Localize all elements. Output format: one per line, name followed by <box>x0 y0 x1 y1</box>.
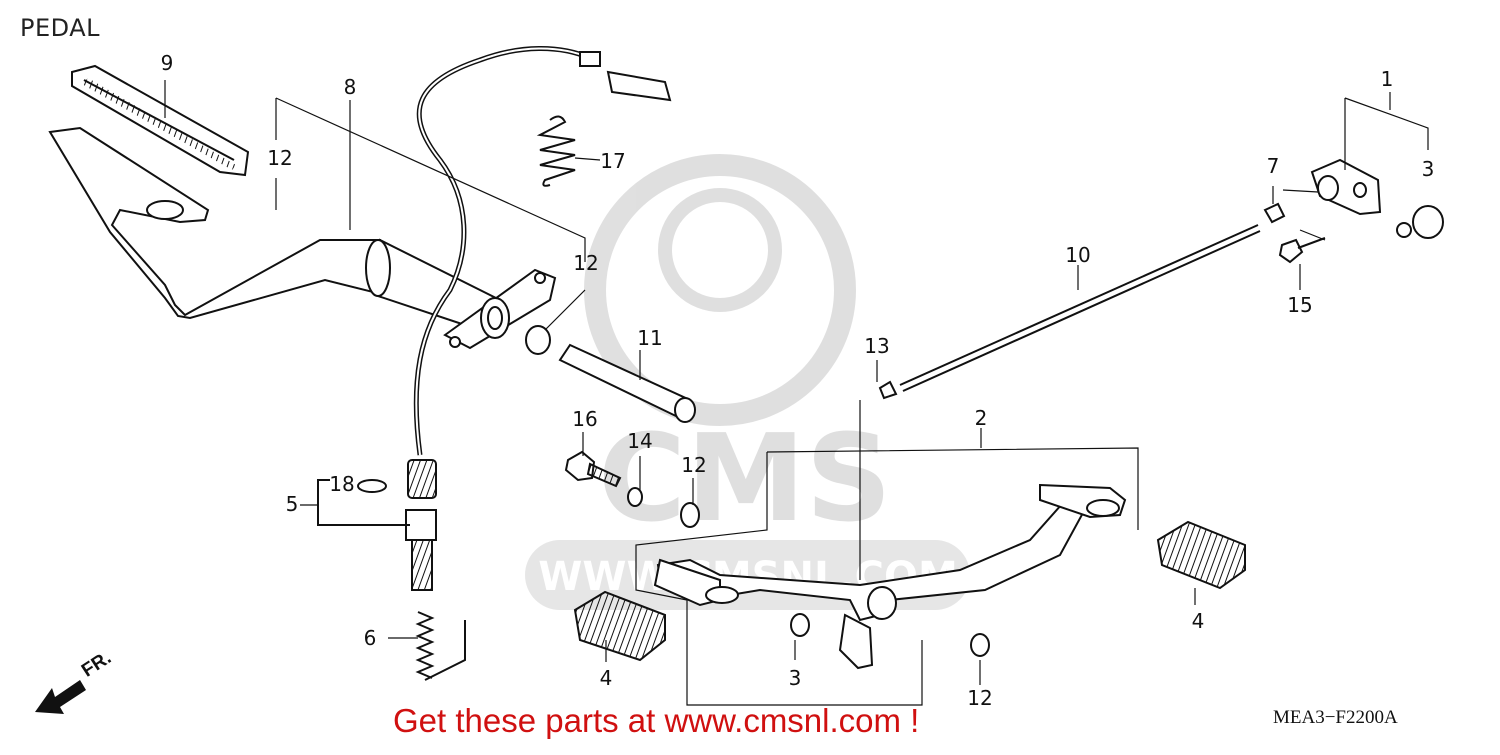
callout-3: 3 <box>789 666 802 690</box>
pedal-pivot <box>525 325 696 423</box>
callout-5: 5 <box>286 492 299 516</box>
leader-lines <box>164 80 1429 706</box>
callout-4: 4 <box>600 666 613 690</box>
callout-18: 18 <box>329 472 354 496</box>
callout-17: 17 <box>600 149 625 173</box>
callout-13: 13 <box>864 334 889 358</box>
brake-light-switch <box>317 46 672 591</box>
callout-1: 1 <box>1381 67 1394 91</box>
callout-4: 4 <box>1192 609 1205 633</box>
promo-link[interactable]: Get these parts at www.cmsnl.com ! <box>393 702 920 739</box>
pedal-return-spring <box>415 611 466 681</box>
rod-clevis <box>1263 158 1444 264</box>
pivot-bolt <box>564 450 700 528</box>
brake-pedal-pad <box>71 64 250 177</box>
shift-rubber-left <box>573 590 666 662</box>
callout-16: 16 <box>572 407 597 431</box>
brake-rod <box>878 224 1261 400</box>
callout-14: 14 <box>627 429 652 453</box>
watermark: CMS WWW.CMSNL.COM <box>525 154 970 610</box>
callout-2: 2 <box>975 406 988 430</box>
front-direction-arrow-icon <box>35 680 86 714</box>
callout-12: 12 <box>681 453 706 477</box>
callout-12: 12 <box>967 686 992 710</box>
spring-17 <box>536 115 576 187</box>
callout-12: 12 <box>573 251 598 275</box>
watermark-text: CMS <box>598 410 892 549</box>
callout-9: 9 <box>161 51 174 75</box>
callout-15: 15 <box>1287 293 1312 317</box>
callout-labels: 1 2 3 3 4 4 5 6 7 8 9 10 11 12 12 12 12 … <box>161 51 1435 710</box>
callout-11: 11 <box>637 326 662 350</box>
shift-pedal <box>653 483 1127 670</box>
callout-3: 3 <box>1422 157 1435 181</box>
brake-pedal-arm <box>48 126 557 350</box>
shift-rubber-right <box>1156 520 1246 590</box>
page-title: PEDAL <box>20 14 100 42</box>
callout-10: 10 <box>1065 243 1090 267</box>
callout-7: 7 <box>1267 154 1280 178</box>
callout-6: 6 <box>364 626 377 650</box>
callout-12: 12 <box>267 146 292 170</box>
callout-8: 8 <box>344 75 357 99</box>
diagram-code: MEA3−F2200A <box>1273 707 1398 728</box>
